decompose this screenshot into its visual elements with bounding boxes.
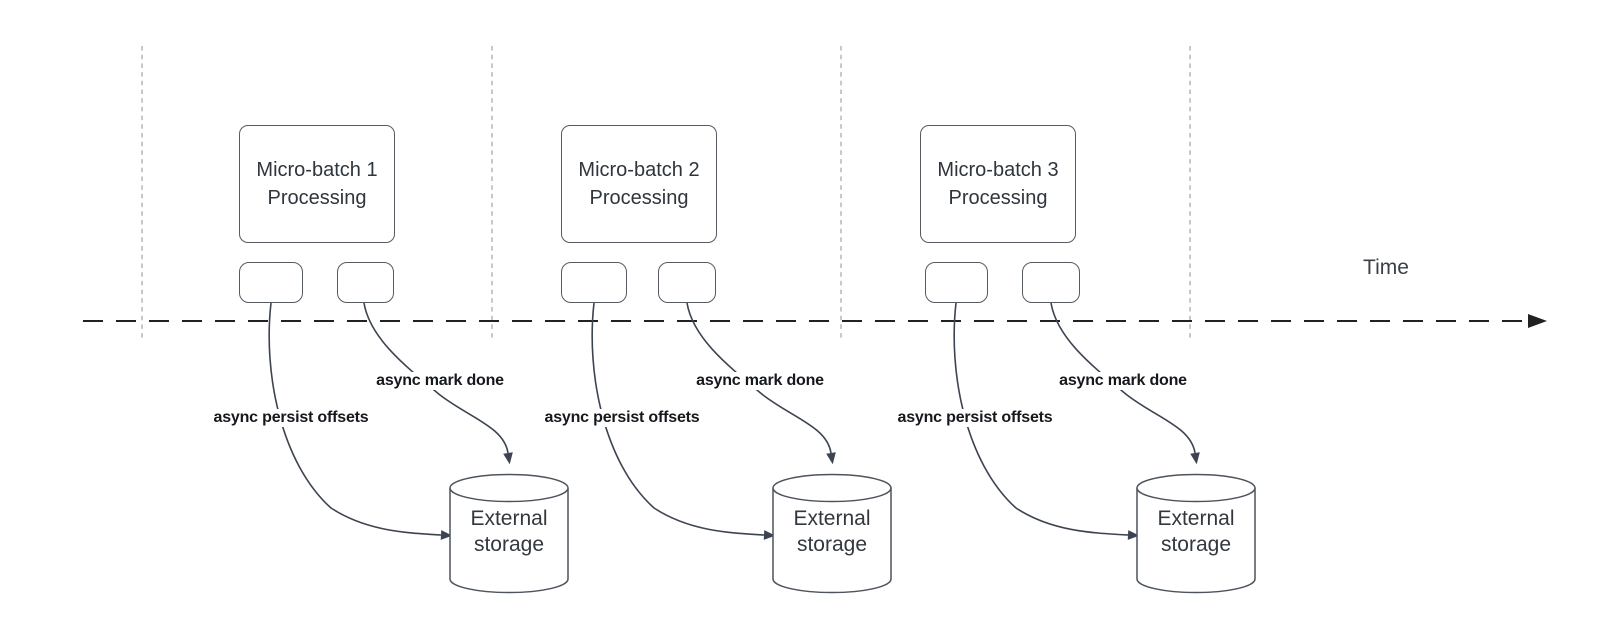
persist-offsets-label: async persist offsets bbox=[894, 409, 1056, 427]
mark-done-label: async mark done bbox=[693, 372, 827, 390]
storage-label: External storage bbox=[793, 507, 871, 556]
micro-batch-box-3: Micro-batch 3 Processing bbox=[920, 125, 1076, 243]
subtask-box-right-2 bbox=[658, 262, 716, 303]
database-cylinder-2 bbox=[772, 473, 892, 594]
mark-done-label: async mark done bbox=[1056, 372, 1190, 390]
persist-offsets-connector-1 bbox=[268, 302, 453, 540]
persist-offsets-connector-2 bbox=[591, 302, 776, 540]
persist-offsets-connector-3 bbox=[953, 302, 1140, 540]
micro-batch-box-1: Micro-batch 1 Processing bbox=[239, 125, 395, 243]
time-axis-arrowhead bbox=[1528, 314, 1547, 328]
subtask-box-left-2 bbox=[561, 262, 627, 303]
batch-title: Micro-batch 3 Processing bbox=[937, 159, 1059, 209]
subtask-box-left-1 bbox=[239, 262, 303, 303]
time-label: Time bbox=[1363, 256, 1409, 279]
time-axis bbox=[83, 314, 1547, 328]
mark-done-connector-2 bbox=[686, 302, 836, 465]
batch-title: Micro-batch 2 Processing bbox=[578, 159, 700, 209]
storage-label: External storage bbox=[1157, 507, 1235, 556]
database-cylinder-3 bbox=[1136, 473, 1256, 594]
mark-done-connector-1 bbox=[363, 302, 513, 465]
mark-done-connector-3 bbox=[1050, 302, 1200, 465]
micro-batch-box-2: Micro-batch 2 Processing bbox=[561, 125, 717, 243]
batch-title: Micro-batch 1 Processing bbox=[256, 159, 378, 209]
subtask-box-right-1 bbox=[337, 262, 394, 303]
database-cylinder-1 bbox=[449, 473, 569, 594]
persist-offsets-label: async persist offsets bbox=[210, 409, 372, 427]
storage-label: External storage bbox=[470, 507, 548, 556]
persist-offsets-label: async persist offsets bbox=[541, 409, 703, 427]
subtask-box-right-3 bbox=[1022, 262, 1080, 303]
subtask-box-left-3 bbox=[925, 262, 988, 303]
mark-done-label: async mark done bbox=[373, 372, 507, 390]
